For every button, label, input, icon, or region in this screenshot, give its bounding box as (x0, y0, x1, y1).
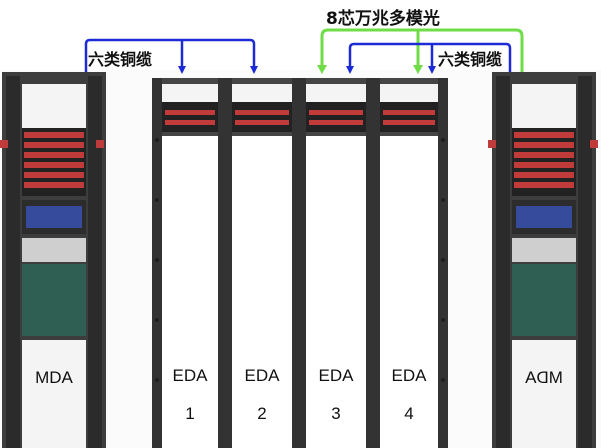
arrow-eda3 (346, 66, 354, 74)
rack-number-2: 2 (257, 404, 267, 423)
arrow-eda4 (428, 66, 436, 74)
arrow-eda1 (178, 66, 186, 74)
switch-block-right (512, 200, 576, 234)
copper-label-right: 六类铜缆 (438, 50, 503, 69)
switch-block (22, 200, 86, 234)
copper-cable-right (348, 42, 512, 72)
copper-label-left: 六类铜缆 (88, 50, 153, 69)
rack-number-4: 4 (404, 404, 414, 423)
rack-number-1: 1 (185, 404, 195, 423)
copper-cable-left (84, 38, 256, 72)
module-green (22, 264, 86, 336)
module-green-right (512, 264, 576, 336)
rack-eda-2 (232, 84, 292, 448)
patch-panel-stack-right (512, 128, 576, 196)
arrow-fiber-eda3 (317, 65, 327, 74)
rack-eda-1 (162, 84, 218, 448)
rack-label-eda-1: EDA (172, 366, 208, 385)
arrow-eda2 (250, 66, 258, 74)
rack-label-mda-right: MDA (525, 368, 563, 387)
patch-panel-stack (22, 128, 86, 196)
arrow-fiber-eda4 (413, 65, 423, 74)
rack-mda-right (488, 72, 598, 448)
top-background (0, 0, 601, 70)
rack-label-mda-left: MDA (35, 368, 73, 387)
rack-mda-left (0, 72, 106, 448)
rack-eda-4 (380, 84, 438, 448)
rack-label-eda-2: EDA (244, 366, 280, 385)
eda-racks-group (152, 78, 448, 448)
rack-eda-3 (306, 84, 366, 448)
rack-label-eda-4: EDA (391, 366, 427, 385)
fiber-cable (320, 28, 524, 72)
fiber-label: 8芯万兆多模光 (326, 9, 440, 29)
rack-label-eda-3: EDA (318, 366, 354, 385)
rack-number-3: 3 (331, 404, 341, 423)
